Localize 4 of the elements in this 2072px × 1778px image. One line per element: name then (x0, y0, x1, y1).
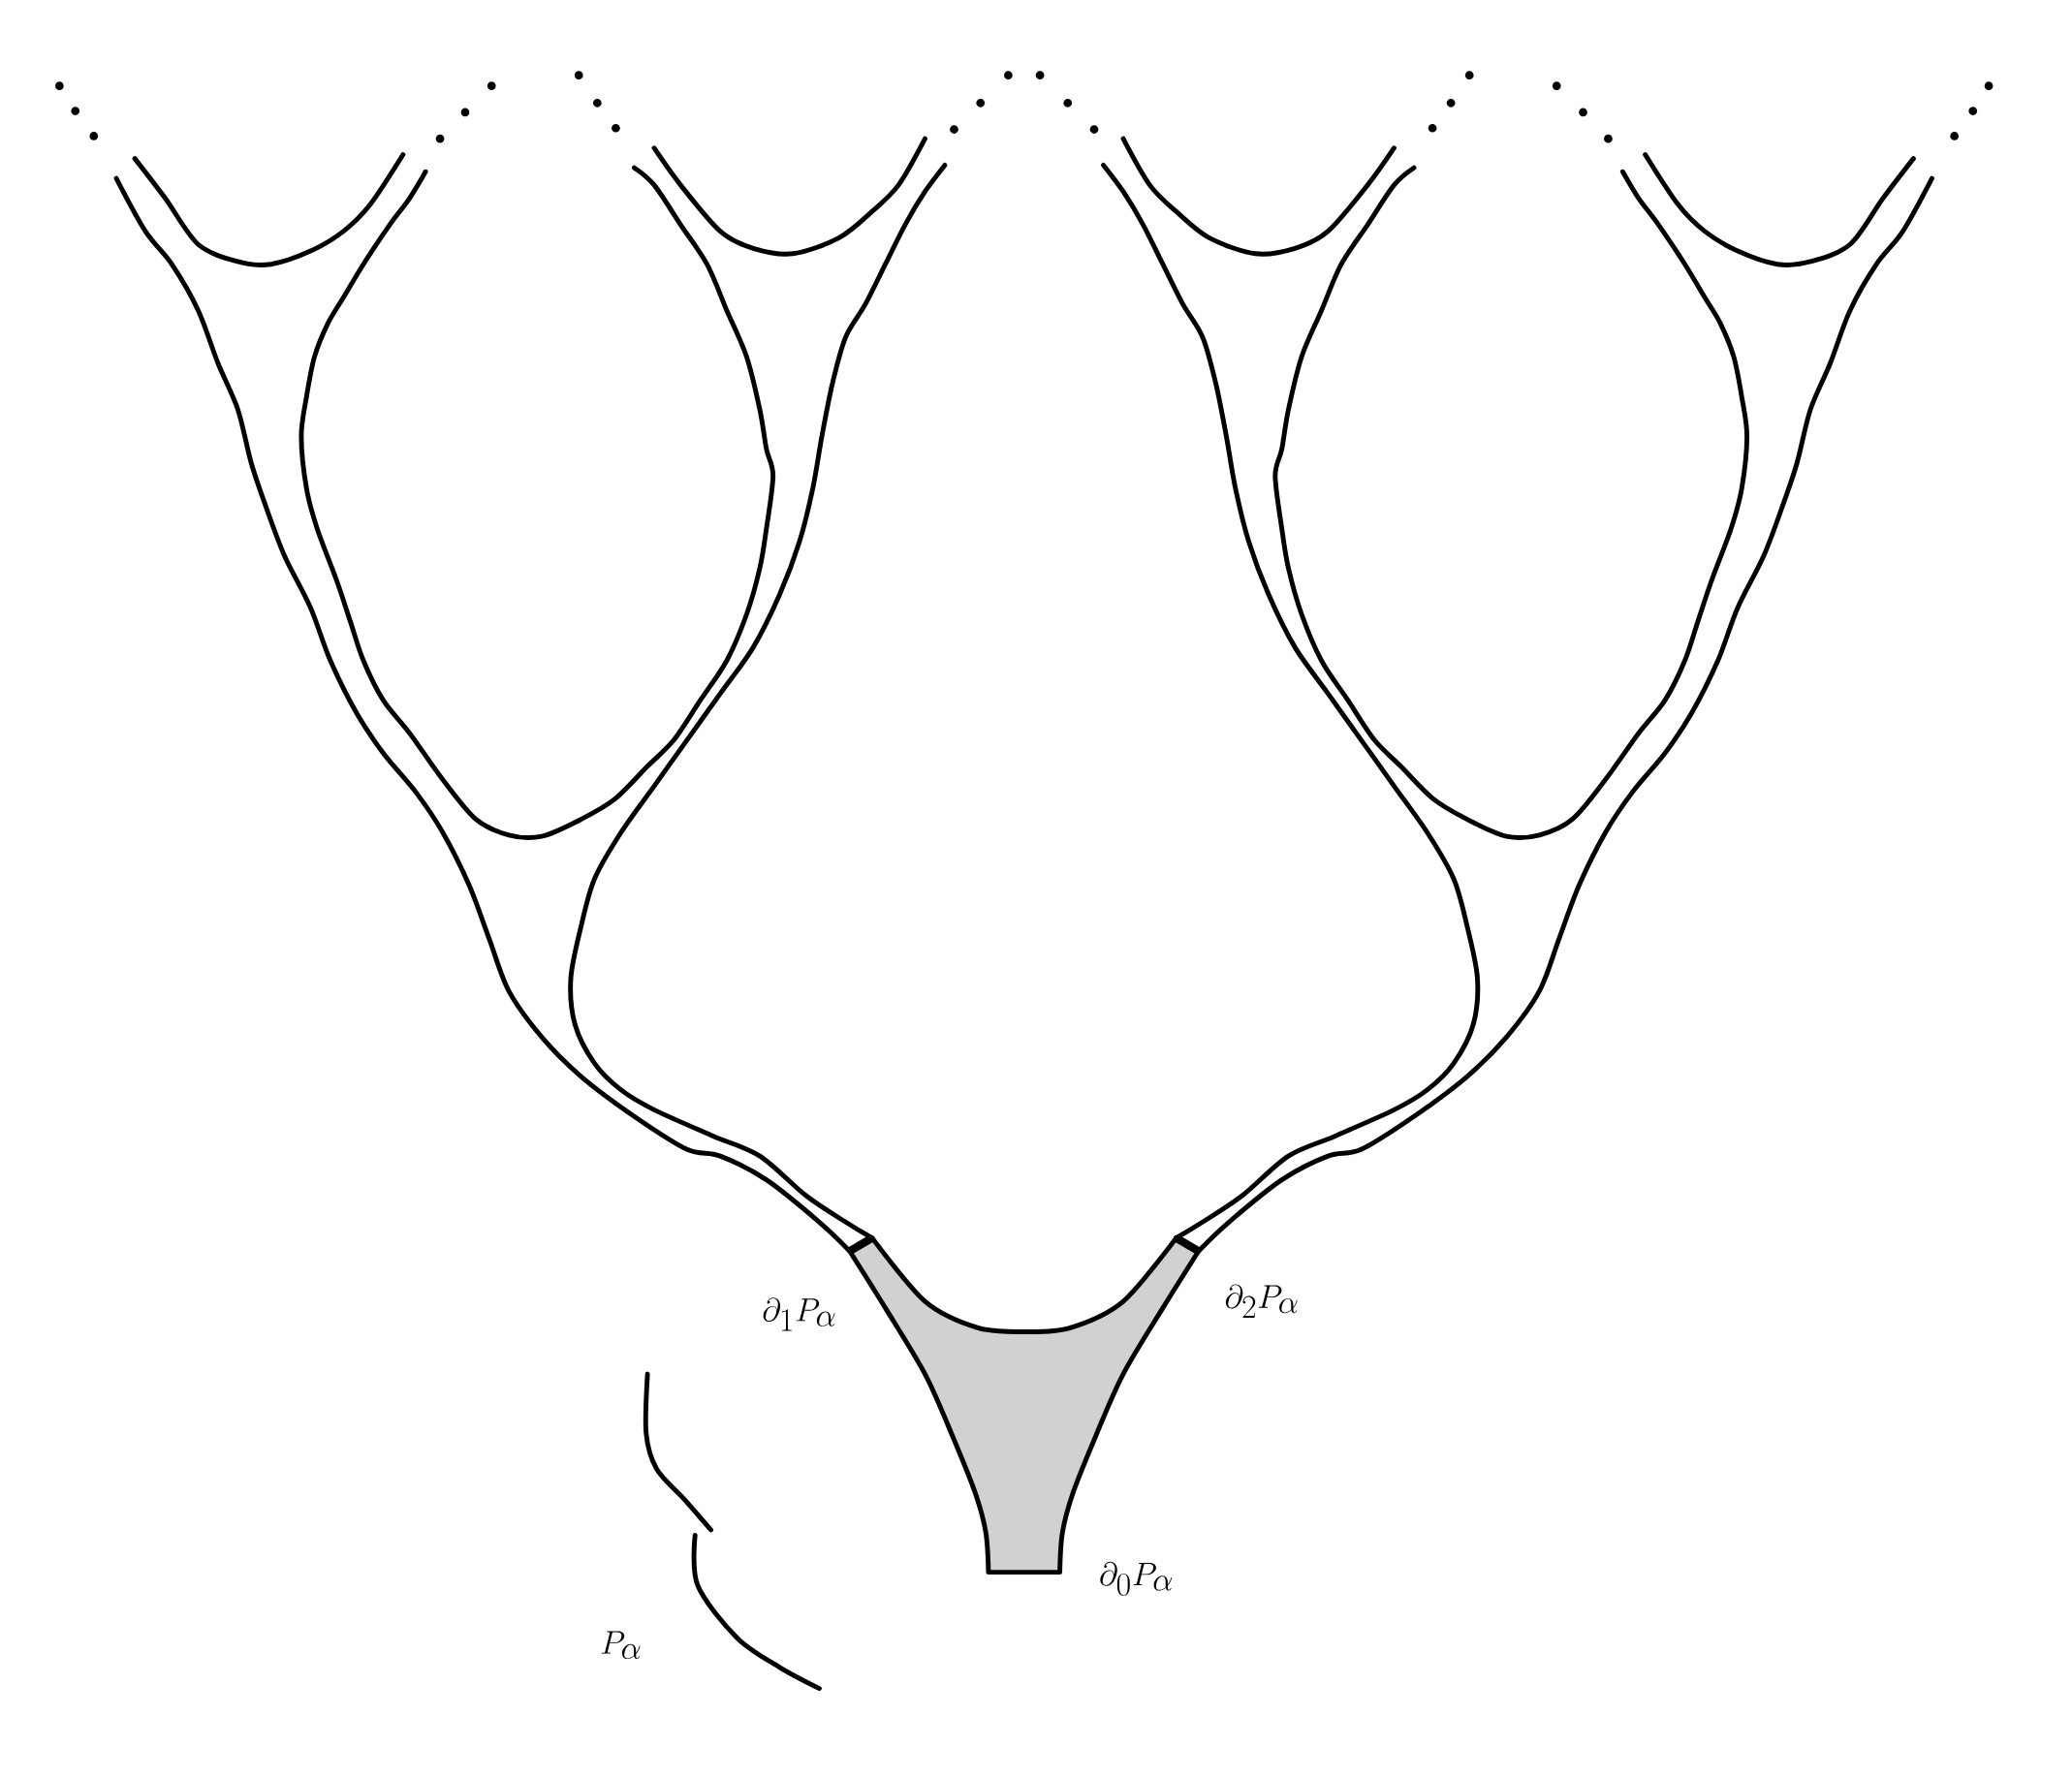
boundary-label: $P_\alpha$ (601, 1631, 641, 1659)
boundary-label: $\partial_1 P_\alpha$ (763, 1297, 835, 1331)
boundary-label: $\partial_2 P_\alpha$ (1225, 1284, 1298, 1318)
boundary-label: $\partial_0 P_\alpha$ (1100, 1561, 1173, 1596)
